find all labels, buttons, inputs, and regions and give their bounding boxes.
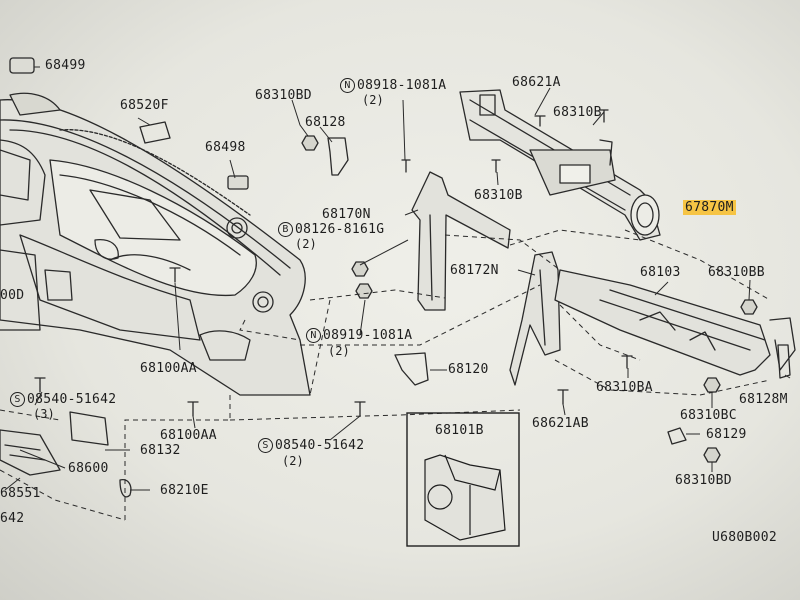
diagram-code: U680B002	[712, 530, 778, 545]
part-label-68103: 68103	[640, 265, 681, 280]
part-label-68128-top: 68128	[305, 115, 346, 130]
part-label-68101b: 68101B	[435, 423, 484, 438]
part-label-68621ab: 68621AB	[532, 416, 589, 431]
part-label-67870m: 67870M	[683, 200, 736, 215]
part-number: 08919-1081A	[323, 328, 413, 343]
part-68172n-shape	[509, 251, 561, 386]
part-68128m-shape	[777, 344, 791, 379]
part-qty-08540-b: (2)	[282, 454, 304, 468]
part-68498-shape	[227, 175, 249, 190]
leader-lines	[4, 66, 791, 491]
assembly-guide-lines	[0, 229, 771, 521]
part-label-68172n: 68172N	[450, 263, 499, 278]
fastener-nuts	[301, 135, 758, 463]
part-label-68310b-b: 68310B	[474, 188, 523, 203]
part-68520f-shape	[139, 121, 171, 144]
part-label-68600: 68600	[68, 461, 109, 476]
part-qty-08540-a: (3)	[33, 407, 55, 421]
part-68120-shape	[394, 352, 429, 386]
part-label-68621a: 68621A	[512, 75, 561, 90]
part-68170n-shape	[411, 171, 511, 311]
part-68128-bracket-shape	[327, 137, 349, 176]
part-68103-cross-member	[554, 269, 796, 376]
part-label-68210e: 68210E	[160, 483, 209, 498]
instrument-panel-shape	[0, 92, 311, 396]
part-label-68310b-a: 68310B	[553, 105, 602, 120]
part-label-68100aa-b: 68100AA	[160, 428, 217, 443]
part-label-68310bd-bottom: 68310BD	[675, 473, 732, 488]
part-label-68310bc: 68310BC	[680, 408, 737, 423]
part-label-68120: 68120	[448, 362, 489, 377]
bolt-circle-marker: B	[278, 222, 293, 237]
part-label-68128m: 68128M	[739, 392, 788, 407]
part-label-68132: 68132	[140, 443, 181, 458]
part-label-68129: 68129	[706, 427, 747, 442]
inset-box-68101b	[406, 412, 520, 547]
part-label-68498: 68498	[205, 140, 246, 155]
fastener-screws	[34, 109, 633, 417]
bolt-circle-marker: N	[340, 78, 355, 93]
part-label-68520f: 68520F	[120, 98, 169, 113]
part-68129-shape	[667, 427, 687, 445]
part-number: 08540-51642	[275, 438, 365, 453]
part-label-68551: 68551	[0, 486, 41, 501]
part-qty-08126: (2)	[295, 237, 317, 251]
screw-circle-marker: S	[258, 438, 273, 453]
part-qty-08919: (2)	[328, 344, 350, 358]
part-label-68499: 68499	[45, 58, 86, 73]
part-qty-08918: (2)	[362, 93, 384, 107]
highlighted-part-number: 67870M	[683, 200, 736, 215]
part-label-642: 642	[0, 511, 25, 526]
part-label-68310bd-top: 68310BD	[255, 88, 312, 103]
part-number: 08126-8161G	[295, 222, 385, 237]
part-67870m-steering-member	[459, 89, 661, 241]
part-number: 08918-1081A	[357, 78, 447, 93]
part-label-68310bb: 68310BB	[708, 265, 765, 280]
part-label-68170n: 68170N	[322, 207, 371, 222]
part-number: 08540-51642	[27, 392, 117, 407]
part-label-68310ba: 68310BA	[596, 380, 653, 395]
part-label-00d: 00D	[0, 288, 25, 303]
lower-left-brackets	[0, 411, 132, 498]
part-label-68100aa-a: 68100AA	[140, 361, 197, 376]
bolt-circle-marker: N	[306, 328, 321, 343]
screw-circle-marker: S	[10, 392, 25, 407]
part-68499-shape	[9, 57, 35, 74]
